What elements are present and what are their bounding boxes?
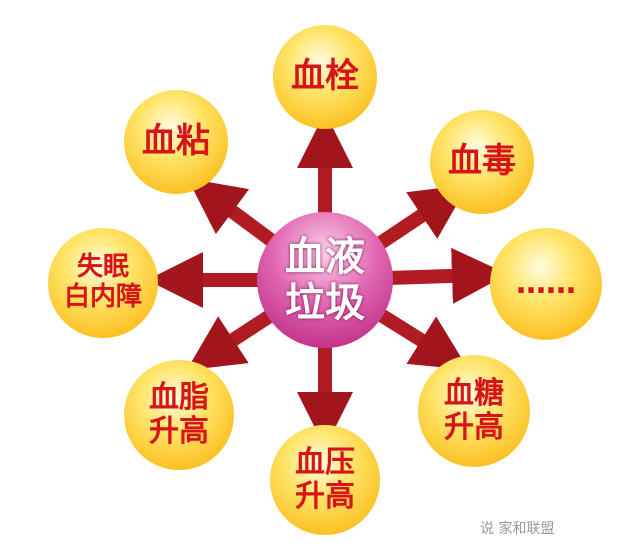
node-label: 升高 [149, 414, 209, 449]
node-label: 升高 [444, 410, 504, 445]
node-blood-sugar: 血糖升高 [418, 355, 530, 467]
node-insomnia-cataract: 失眠白内障 [48, 228, 158, 338]
node-blood-clot: 血栓 [273, 25, 377, 129]
node-label: 血糖 [444, 375, 504, 411]
node-label: …… [516, 265, 576, 301]
node-blood-toxin: 血毒 [430, 110, 534, 214]
node-label: 白内障 [63, 282, 142, 312]
watermark: 说 家和联盟 [480, 521, 555, 537]
node-label: 血压 [295, 444, 355, 480]
node-label: 升高 [295, 479, 355, 514]
center-label: 血液 [285, 234, 365, 280]
node-blood-viscosity: 血粘 [124, 90, 228, 194]
node-blood-pressure: 血压升高 [270, 425, 380, 535]
node-label: 血毒 [448, 141, 516, 182]
node-label: 血脂 [149, 379, 209, 415]
node-label: 血粘 [142, 121, 210, 162]
node-label: 失眠 [76, 252, 129, 283]
node-label: 血栓 [291, 56, 359, 97]
node-blood-lipid: 血脂升高 [124, 360, 234, 470]
center-node: 血液垃圾 [257, 212, 393, 348]
node-more: …… [490, 228, 602, 340]
center-label: 垃圾 [285, 280, 365, 326]
